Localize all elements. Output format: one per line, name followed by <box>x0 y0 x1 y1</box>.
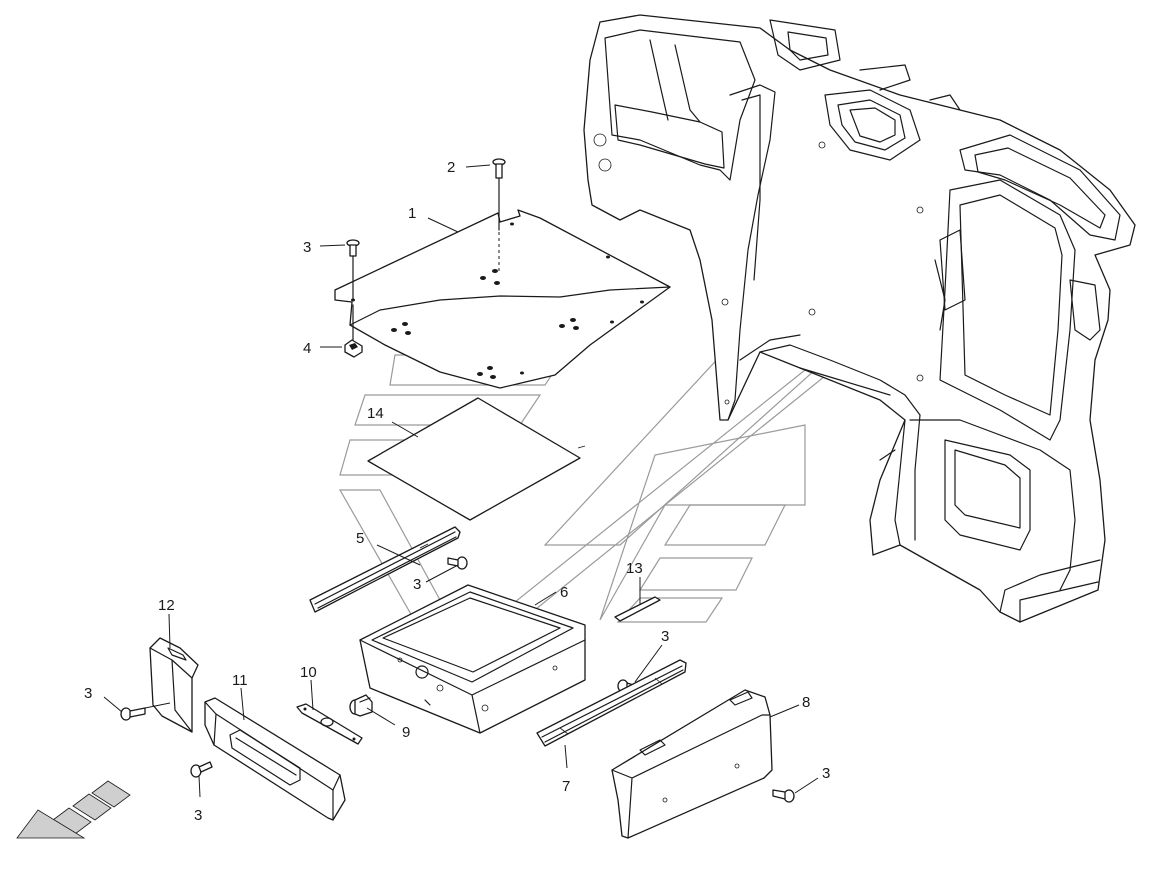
label-1: 1 <box>408 205 416 222</box>
label-11: 11 <box>232 672 248 689</box>
part-5-left-rail <box>309 526 461 613</box>
part-7-right-rail <box>536 659 687 747</box>
label-6: 6 <box>560 584 568 601</box>
label-13: 13 <box>626 560 643 577</box>
label-3e: 3 <box>661 628 669 645</box>
label-5: 5 <box>356 530 364 547</box>
label-12: 12 <box>158 597 175 614</box>
part-2-screw <box>492 158 506 272</box>
leader-lines <box>103 164 819 798</box>
label-9: 9 <box>402 724 410 741</box>
part-13-strip <box>614 596 661 622</box>
label-3c: 3 <box>84 685 92 702</box>
part-1-tray-plate <box>334 209 671 389</box>
part-11-front-panel <box>204 697 346 821</box>
part-3-screw-rail <box>447 556 468 570</box>
label-7: 7 <box>562 778 570 795</box>
part-14-mat <box>367 397 586 521</box>
part-4-clip-nut <box>344 339 363 358</box>
part-3-screw-bottom-left <box>190 761 213 778</box>
label-10: 10 <box>300 664 317 681</box>
part-12-left-end-cap <box>149 637 199 733</box>
part-6-drawer-box <box>359 584 586 734</box>
label-3f: 3 <box>822 765 830 782</box>
part-3-screw-bottom-right <box>772 789 795 803</box>
label-14: 14 <box>367 405 384 422</box>
label-3b: 3 <box>413 576 421 593</box>
label-2: 2 <box>447 159 455 176</box>
label-3a: 3 <box>303 239 311 256</box>
part-labels: 1 2 3 4 14 5 3 6 13 12 3 11 10 9 3 3 7 8… <box>84 159 830 824</box>
part-9-latch-knob <box>349 694 373 717</box>
label-4: 4 <box>303 340 311 357</box>
label-3d: 3 <box>194 807 202 824</box>
part-3-screw-top <box>346 239 360 343</box>
label-8: 8 <box>802 694 810 711</box>
part-3-screw-left <box>120 707 146 721</box>
part-8-right-cover <box>611 689 773 839</box>
part-10-latch-plate <box>296 703 363 745</box>
cab-rear-wall <box>583 14 1136 623</box>
direction-arrow-icon <box>16 780 131 839</box>
